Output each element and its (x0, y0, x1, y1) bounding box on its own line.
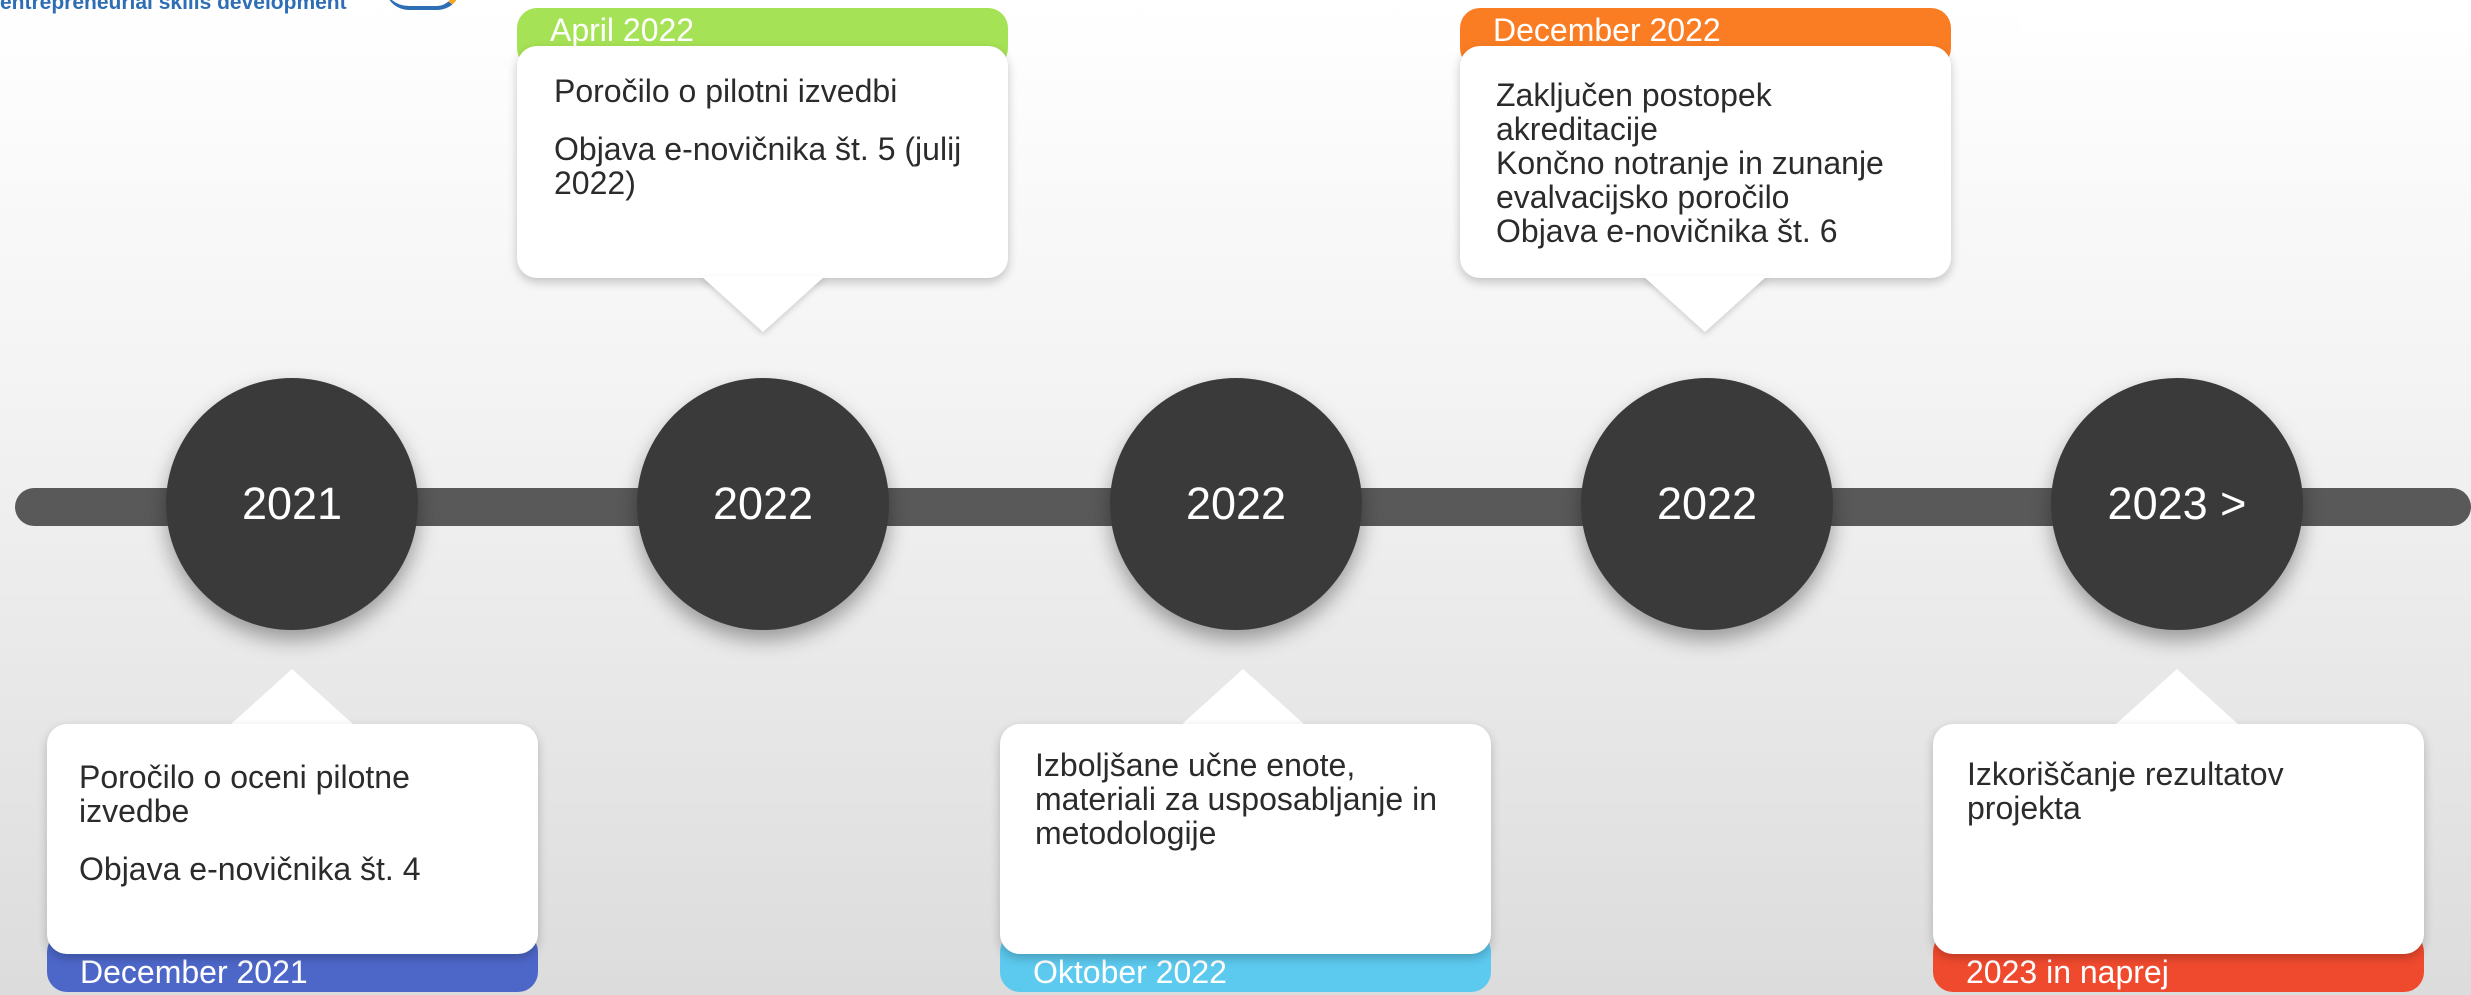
card-pointer (2115, 669, 2239, 725)
event-line: Objava e-novičnika št. 5 (julij 2022) (554, 131, 962, 201)
card-pointer (1643, 276, 1767, 332)
logo-tagline: entrepreneurial skills development (0, 0, 347, 14)
timeline-node-2021: 2021 (166, 378, 418, 630)
event-card-body (1933, 724, 2424, 954)
event-description: Izboljšane učne enote, materiali za uspo… (1035, 748, 1455, 850)
timeline-node-2022-december: 2022 (1581, 378, 1833, 630)
event-card-body (1460, 46, 1951, 278)
event-line: Objava e-novičnika št. 6 (1496, 213, 1838, 249)
timeline-node-2022-april: 2022 (637, 378, 889, 630)
event-description: Poročilo o oceni pilotne izvedbe Objava … (79, 760, 499, 886)
event-description: Poročilo o pilotni izvedbi Objava e-novi… (554, 74, 984, 200)
card-pointer (230, 669, 354, 725)
event-line: Objava e-novičnika št. 4 (79, 851, 421, 887)
event-line: Izboljšane učne enote, materiali za uspo… (1035, 747, 1437, 851)
event-description: Izkoriščanje rezultatov projekta (1967, 757, 2387, 825)
event-description: Zaključen postopek akreditacije Končno n… (1496, 78, 1916, 248)
card-pointer (1181, 669, 1305, 725)
event-card-body (1000, 724, 1491, 954)
timeline-node-2022-oktober: 2022 (1110, 378, 1362, 630)
logo-swoosh-icon (385, 0, 461, 10)
event-line: Poročilo o oceni pilotne izvedbe (79, 759, 410, 829)
timeline-node-2023: 2023 > (2051, 378, 2303, 630)
event-line: Končno notranje in zunanje evalvacijsko … (1496, 145, 1884, 215)
event-line: Poročilo o pilotni izvedbi (554, 73, 898, 109)
event-line: Izkoriščanje rezultatov projekta (1967, 756, 2284, 826)
event-line: Zaključen postopek akreditacije (1496, 77, 1772, 147)
event-card-body (517, 46, 1008, 278)
card-pointer (701, 276, 825, 332)
event-card-body (47, 724, 538, 954)
header-blank-panel (2020, 0, 2471, 30)
